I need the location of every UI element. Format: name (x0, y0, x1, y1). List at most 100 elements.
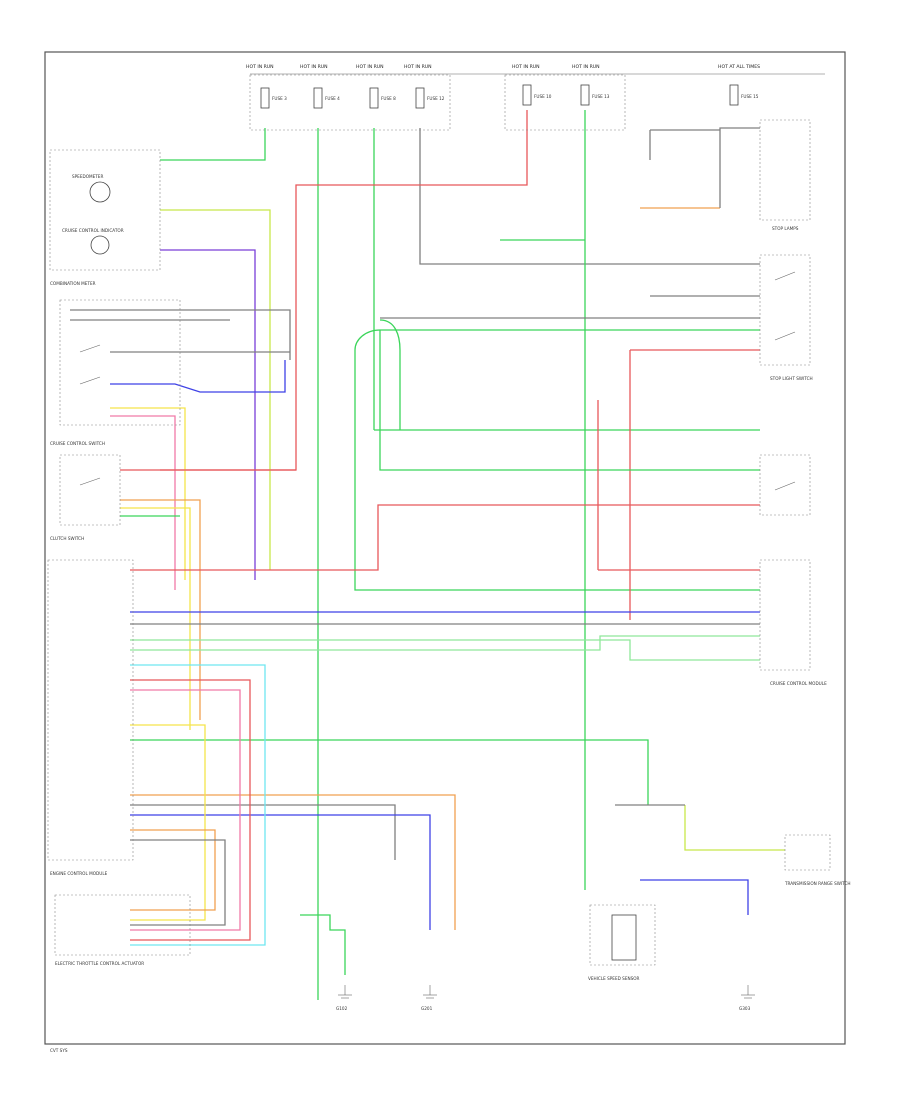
label-speedometer: SPEEDOMETER (72, 174, 103, 179)
cancel-contact (774, 481, 796, 491)
wire-brake-green-2 (379, 319, 401, 430)
wire-low-orange-2 (130, 829, 216, 911)
label-stop-light-switch: STOP LIGHT SWITCH (770, 376, 813, 381)
wire-switch-blue (110, 360, 286, 393)
wire-clutch-orange (120, 499, 201, 720)
clutch-contact (79, 477, 101, 486)
label-trans-range: TRANSMISSION RANGE SWITCH (784, 881, 851, 886)
label-fuse-3: HOT IN RUN (356, 64, 384, 70)
wire-brake-red (629, 349, 760, 620)
wire-stoplight (649, 129, 720, 160)
label-fuse-4: HOT IN RUN (404, 64, 432, 70)
wire-low-gray (130, 804, 396, 860)
wire-switch-yellow (110, 407, 186, 580)
stop-contact-2 (774, 331, 796, 341)
wire-ecm-lgreen (130, 639, 760, 661)
fuse-box-right (504, 74, 626, 131)
footer-code: CVT SYS (50, 1048, 68, 1053)
stop-lamps-box (759, 119, 811, 221)
fuse-6 (580, 84, 590, 106)
label-vss: VEHICLE SPEED SENSOR (588, 976, 640, 981)
ecm-box (47, 559, 134, 861)
label-ecm: ENGINE CONTROL MODULE (50, 871, 108, 876)
component-group (47, 73, 831, 999)
speedometer-gauge (89, 181, 111, 203)
ground-g201 (423, 985, 437, 999)
label-fuse-num-5: FUSE 10 (534, 94, 552, 99)
label-fuse-num-3: FUSE 8 (381, 96, 396, 101)
label-fuse-6: HOT IN RUN (572, 64, 600, 70)
throttle-actuator-box (54, 894, 191, 956)
fuse-5 (522, 84, 532, 106)
label-cruise-module: CRUISE CONTROL MODULE (770, 681, 827, 686)
fuse-2 (313, 87, 323, 109)
wire-green-long (379, 330, 760, 471)
cruise-indicator-lamp (90, 235, 110, 255)
wire-group (70, 110, 785, 1000)
label-fuse-num-6: FUSE 13 (592, 94, 610, 99)
label-fuse-num-4: FUSE 12 (427, 96, 445, 101)
wire-ecm-lgreen-2 (130, 635, 760, 651)
label-clutch-switch: CLUTCH SWITCH (50, 536, 84, 541)
fuse-3 (369, 87, 379, 109)
label-combination-meter: COMBINATION METER (50, 281, 96, 286)
cruise-module-box (759, 559, 811, 671)
label-fuse-num-2: FUSE 4 (325, 96, 340, 101)
wire-switch-gray-1 (70, 309, 291, 360)
combination-switch-box (59, 299, 181, 426)
wire-switch-pink (110, 415, 176, 590)
wire-clutch-yellow (120, 507, 191, 730)
vss-connector (611, 914, 637, 961)
label-fuse-1: HOT IN RUN (246, 64, 274, 70)
clutch-cancel-switch-box (759, 454, 811, 516)
fuse-box-left (249, 74, 451, 131)
wire-low-blue (130, 814, 431, 930)
wire-yellowgreen-meter (160, 209, 271, 570)
switch-contact-2 (79, 376, 101, 385)
wire-low-pink (130, 689, 241, 931)
stop-light-switch-box (759, 254, 811, 366)
wire-low-orange (130, 794, 456, 930)
fuse-4 (415, 87, 425, 109)
label-combination-switch: CRUISE CONTROL SWITCH (50, 441, 105, 446)
wire-red-module (597, 400, 760, 571)
wire-fuse-drop-3 (373, 128, 760, 431)
switch-contact-1 (79, 344, 101, 353)
label-group: HOT IN RUN HOT IN RUN HOT IN RUN HOT IN … (50, 64, 851, 1053)
wire-low-gray-2 (130, 839, 226, 926)
label-g303: G303 (739, 1006, 751, 1011)
wire-red-long (130, 504, 760, 571)
diagram-border (44, 51, 846, 1045)
label-fuse-5: HOT IN RUN (512, 64, 540, 70)
fuse-1 (260, 87, 270, 109)
label-stop-lamps: STOP LAMPS (772, 226, 799, 231)
label-cruise-indicator: CRUISE CONTROL INDICATOR (62, 228, 124, 233)
fuse-7 (729, 84, 739, 106)
label-throttle-actuator: ELECTRIC THROTTLE CONTROL ACTUATOR (55, 961, 144, 966)
wire-vss-yellowgreen (684, 805, 785, 851)
ground-g303 (741, 985, 755, 999)
wire-brake-green-loop (354, 329, 760, 591)
trans-range-switch-box (784, 834, 831, 871)
wire-vss-blue (640, 879, 749, 915)
label-fuse-7: HOT AT ALL TIMES (718, 64, 760, 70)
wire-green-right (500, 110, 586, 890)
label-fuse-num-1: FUSE 3 (272, 96, 287, 101)
stop-contact-1 (774, 271, 796, 281)
wire-fuse-drop-1 (160, 128, 266, 161)
wire-low-yellow (130, 724, 206, 921)
label-g102: G102 (336, 1006, 348, 1011)
ground-g102 (338, 985, 352, 999)
combination-meter-box (49, 149, 161, 271)
label-fuse-2: HOT IN RUN (300, 64, 328, 70)
wire-fuse-drop-4 (419, 128, 760, 265)
vss-box (589, 904, 656, 966)
label-g201: G201 (421, 1006, 433, 1011)
clutch-switch-box (59, 454, 121, 526)
wire-low-green (300, 914, 346, 975)
wire-ecm-green-3 (130, 739, 649, 805)
wire-gray-right (719, 127, 760, 208)
wire-purple-meter (160, 249, 256, 580)
